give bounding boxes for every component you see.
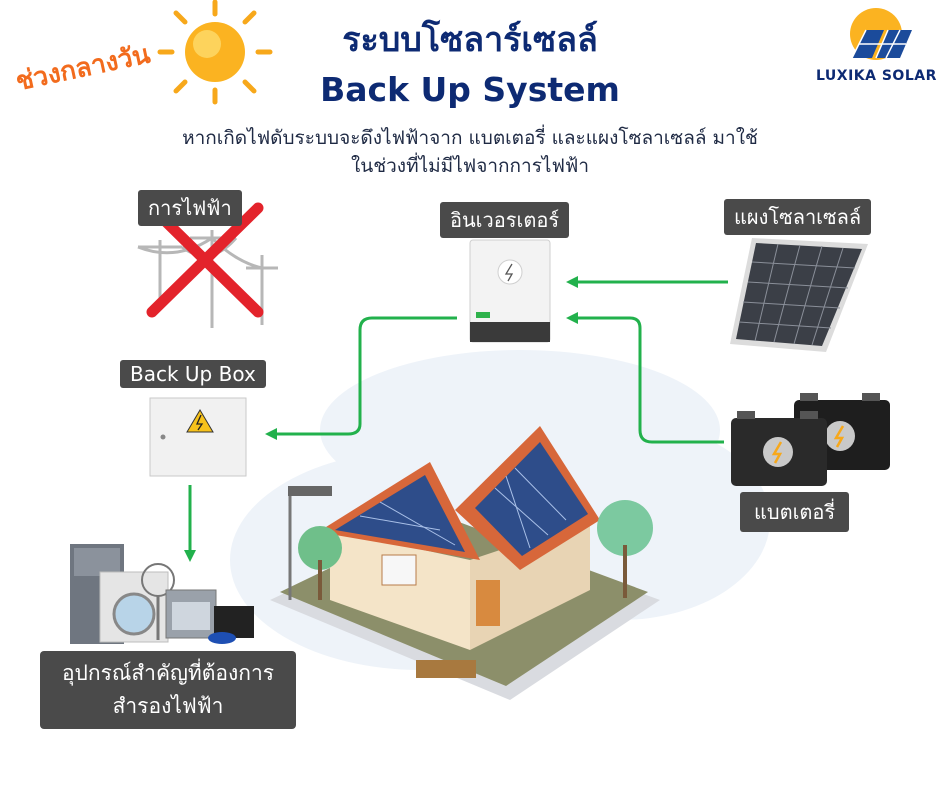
page-title-thai: ระบบโซลาร์เซลล์ (342, 20, 598, 60)
backup-box-icon (149, 397, 247, 477)
arrow-inverter-to-backupbox (276, 316, 457, 436)
grid-label: การไฟฟ้า (138, 190, 242, 226)
inverter-icon (469, 239, 551, 343)
appliances-label: อุปกรณ์สำคัญที่ต้องการ สำรองไฟฟ้า (40, 651, 296, 729)
description: หากเกิดไฟดับระบบจะดึงไฟฟ้าจาก แบตเตอรี่ … (120, 124, 820, 180)
description-line-2: ในช่วงที่ไม่มีไฟจากการไฟฟ้า (350, 155, 590, 177)
logo-sun-icon (850, 8, 912, 60)
appliances-label-line-2: สำรองไฟฟ้า (112, 694, 224, 718)
appliances-icon (70, 544, 254, 644)
appliances-label-line-1: อุปกรณ์สำคัญที่ต้องการ (61, 661, 275, 685)
page-title-english: Back Up System (320, 70, 620, 109)
backup-box-label: Back Up Box (120, 360, 266, 388)
utility-pole-icon (137, 230, 278, 328)
inverter-label: อินเวอรเตอร์ (440, 202, 570, 238)
solar-panel-label: แผงโซลาเซลล์ (724, 199, 872, 235)
description-line-1: หากเกิดไฟดับระบบจะดึงไฟฟ้าจาก แบตเตอรี่ … (182, 127, 758, 149)
logo-text: LUXIKA SOLAR (816, 68, 937, 84)
battery-label: แบตเตอรี่ (740, 492, 850, 532)
sun-icon (157, 0, 273, 105)
battery-icon (731, 393, 890, 486)
house-icon (270, 426, 660, 700)
solar-panel-icon (730, 238, 868, 352)
arrows (188, 280, 728, 552)
arrow-battery-to-inverter (576, 316, 724, 444)
